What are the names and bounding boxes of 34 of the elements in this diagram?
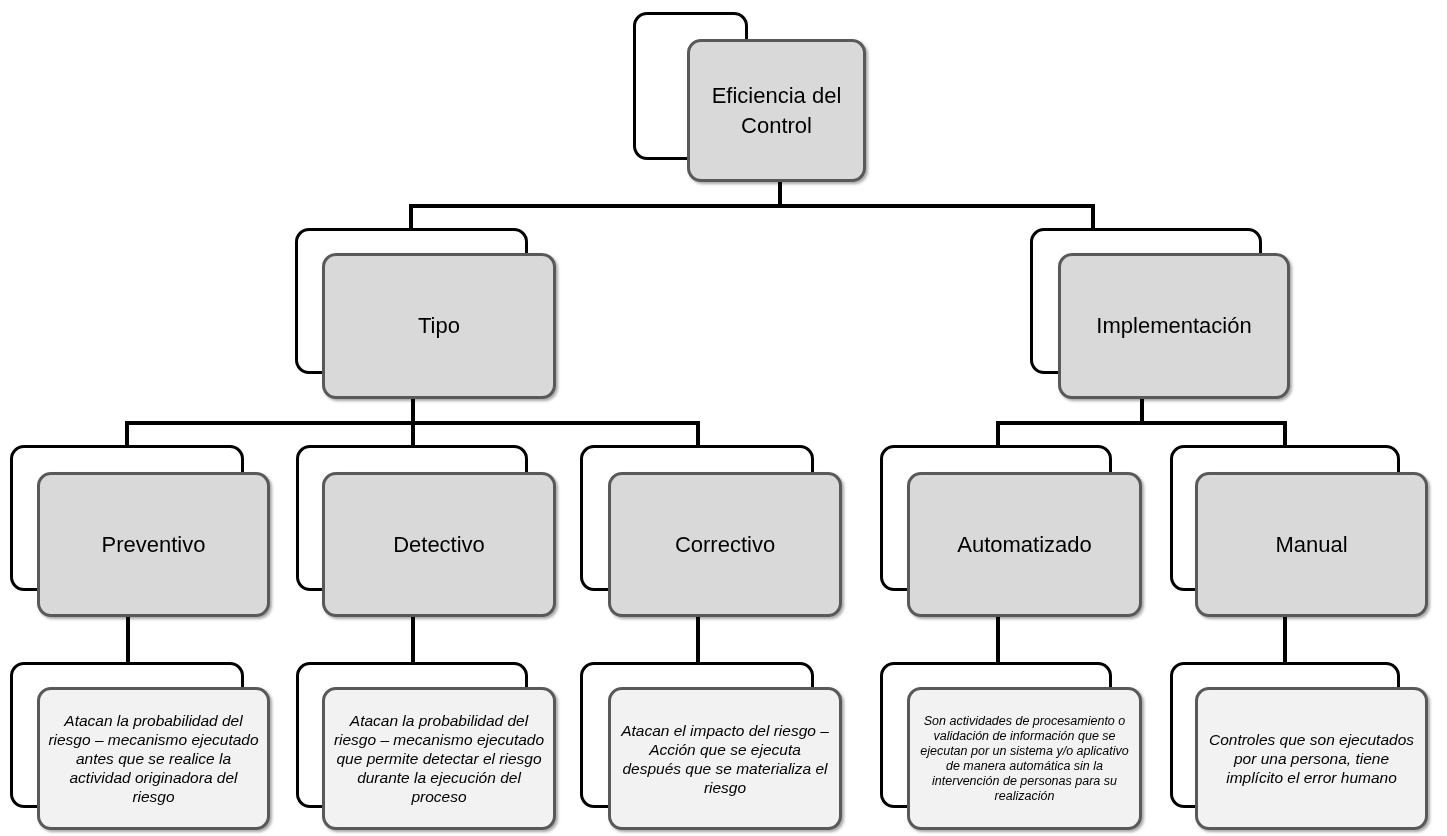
node-title: Detectivo	[393, 530, 485, 559]
description-text: Son actividades de procesamiento o validación de información que se ejecutan por un sistema y/o aplicativo de manera automática sin la intervención de personas para su realización	[919, 713, 1130, 804]
connector-line	[696, 617, 700, 662]
stacked-card	[1170, 445, 1428, 617]
connector-line	[411, 399, 700, 445]
stacked-card	[295, 228, 556, 399]
connector-line	[1140, 399, 1287, 445]
stacked-card	[580, 445, 842, 617]
description-text: Atacan el impacto del riesgo – Acción que se ejecuta después que se materializa el riesgo	[619, 720, 830, 797]
node-title: Automatizado	[957, 530, 1092, 559]
stacked-card	[1030, 228, 1290, 399]
node-title: Preventivo	[101, 530, 206, 559]
stacked-card	[1170, 662, 1428, 830]
node-title: Manual	[1275, 530, 1348, 559]
description-text: Atacan la probabilidad del riesgo – mecanismo ejecutado antes que se realice la actividad originadora del riesgo	[48, 711, 259, 806]
stacked-card	[580, 662, 842, 830]
stacked-card	[296, 662, 556, 830]
stacked-card	[880, 662, 1142, 830]
node-title: Tipo	[418, 312, 460, 340]
connector-line	[778, 182, 1095, 228]
connector-line	[1283, 617, 1287, 662]
node-title: Eficiencia del Control	[710, 81, 843, 140]
stacked-card	[880, 445, 1142, 617]
connector-line	[126, 617, 130, 662]
connector-line	[996, 617, 1000, 662]
description-text: Controles que son ejecutados por una persona, tiene implícito el error humano	[1207, 730, 1416, 787]
stacked-card	[10, 445, 270, 617]
node-title: Implementación	[1096, 312, 1252, 340]
description-text: Atacan la probabilidad del riesgo – mecanismo ejecutado que permite detectar el riesgo durante la ejecución del proceso	[333, 711, 545, 806]
node-title: Correctivo	[674, 530, 776, 559]
stacked-card	[296, 445, 556, 617]
stacked-card	[633, 12, 866, 182]
connector-line	[411, 617, 415, 662]
stacked-card	[10, 662, 270, 830]
